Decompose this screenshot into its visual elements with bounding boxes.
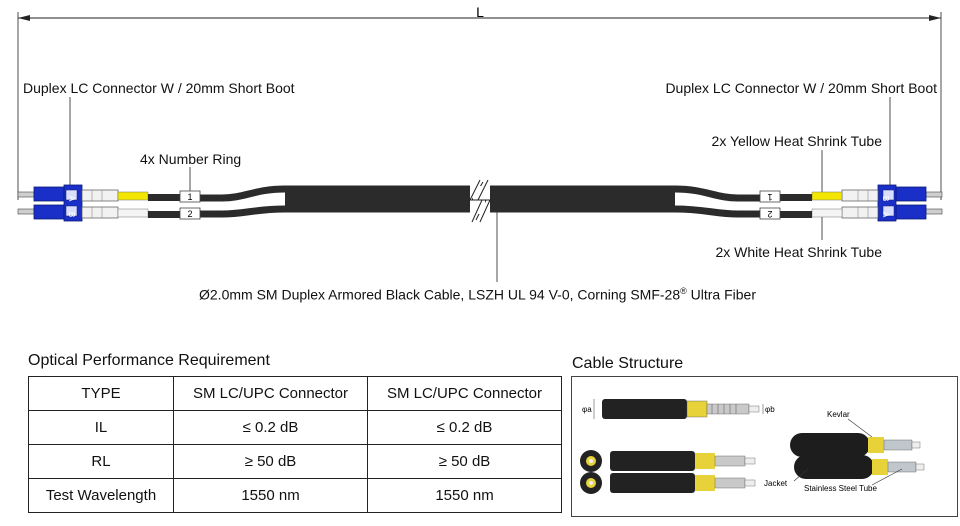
row-label: RL	[28, 444, 174, 479]
table-row: RL ≥ 50 dB ≥ 50 dB	[28, 444, 562, 479]
white-shrink-label: 2x White Heat Shrink Tube	[715, 244, 882, 260]
left-port-a-mark: A	[67, 196, 76, 202]
structure-title: Cable Structure	[572, 355, 684, 372]
cable-structure-illustration: φa φb Kevlar Jacket Stainless Steel Tub	[580, 399, 925, 494]
cable-description-text: Ø2.0mm SM Duplex Armored Black Cable, LS…	[199, 286, 681, 303]
performance-title: Optical Performance Requirement	[28, 352, 270, 369]
cable-description: Ø2.0mm SM Duplex Armored Black Cable, LS…	[199, 286, 756, 303]
table-cell: ≤ 0.2 dB	[173, 410, 368, 445]
cable-structure-panel: φa φb Kevlar Jacket Stainless Steel Tub	[571, 376, 958, 517]
table-row: IL ≤ 0.2 dB ≤ 0.2 dB	[28, 410, 562, 445]
table-cell: ≥ 50 dB	[173, 444, 368, 479]
header-type: TYPE	[28, 376, 174, 411]
length-dimension	[17, 12, 942, 200]
cable-assembly-drawing: L A	[17, 4, 943, 282]
left-connector-label: Duplex LC Connector W / 20mm Short Boot	[23, 80, 295, 96]
row-label: IL	[28, 410, 174, 445]
left-lc-connector	[17, 184, 201, 222]
header-connector-a: SM LC/UPC Connector	[173, 376, 368, 411]
right-port-b-mark: B	[881, 196, 890, 201]
table-cell: ≥ 50 dB	[367, 444, 562, 479]
table-row: Test Wavelength 1550 nm 1550 nm	[28, 478, 562, 513]
left-port-b-mark: B	[67, 212, 76, 217]
left-ring-1: 1	[187, 192, 192, 202]
cable-description-end: Ultra Fiber	[690, 286, 756, 303]
yellow-shrink-label: 2x Yellow Heat Shrink Tube	[711, 133, 882, 149]
length-label: L	[476, 4, 484, 20]
table-header-row: TYPE SM LC/UPC Connector SM LC/UPC Conne…	[28, 376, 562, 411]
right-connector-label: Duplex LC Connector W / 20mm Short Boot	[665, 80, 937, 96]
table-cell: 1550 nm	[173, 478, 368, 513]
cable-body	[200, 179, 760, 223]
right-lc-connector	[759, 184, 943, 222]
phi-b-label: φb	[765, 405, 775, 414]
jacket-label: Jacket	[764, 479, 788, 488]
left-ring-2: 2	[187, 209, 192, 219]
registered-mark: ®	[680, 286, 687, 296]
performance-table: TYPE SM LC/UPC Connector SM LC/UPC Conne…	[28, 376, 562, 513]
number-ring-label: 4x Number Ring	[140, 151, 242, 167]
kevlar-label: Kevlar	[827, 410, 850, 419]
right-port-a-mark: A	[881, 212, 890, 218]
right-ring-1: 1	[767, 192, 772, 202]
steel-tube-label: Stainless Steel Tube	[804, 484, 877, 493]
phi-a-label: φa	[582, 405, 592, 414]
row-label: Test Wavelength	[28, 478, 174, 513]
table-cell: ≤ 0.2 dB	[367, 410, 562, 445]
table-cell: 1550 nm	[367, 478, 562, 513]
right-ring-2: 2	[767, 209, 772, 219]
header-connector-b: SM LC/UPC Connector	[367, 376, 562, 411]
